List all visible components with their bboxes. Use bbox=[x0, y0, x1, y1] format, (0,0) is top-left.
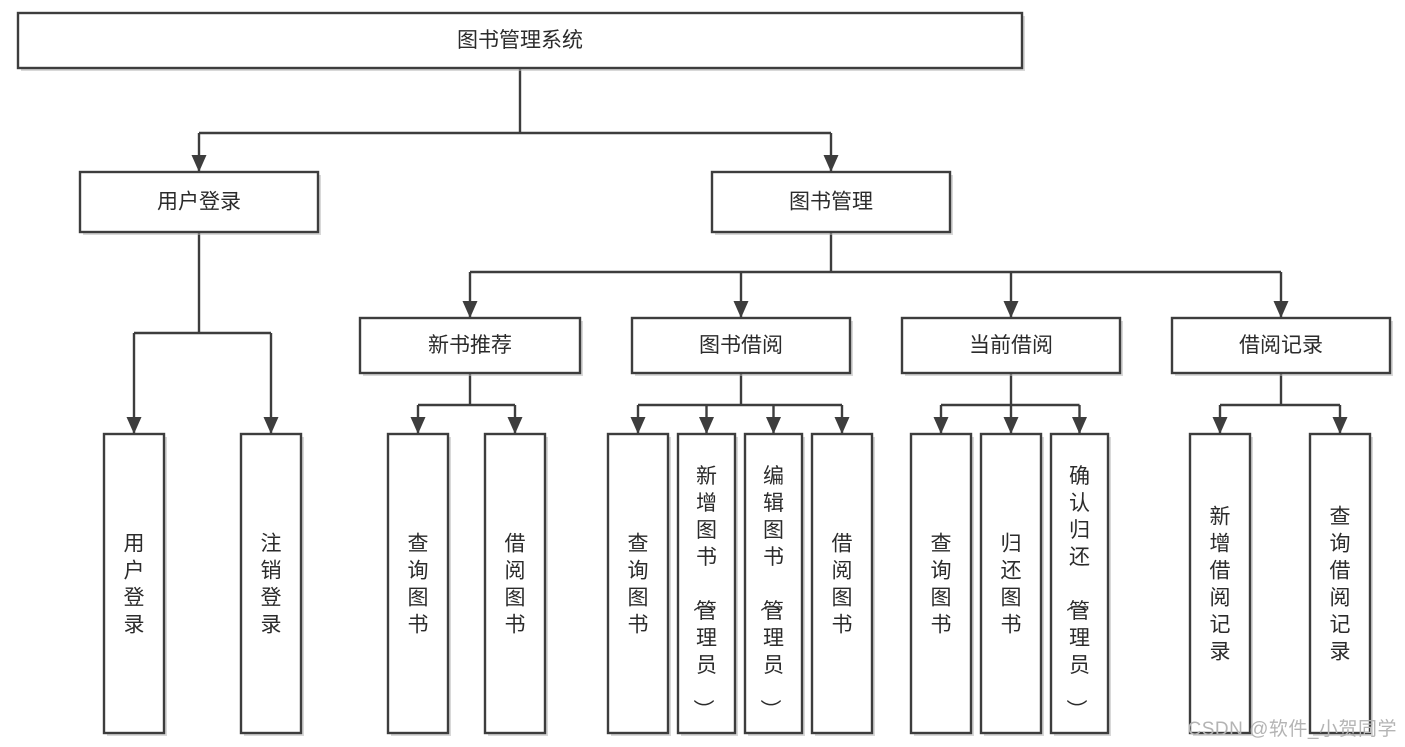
arrow-head-icon bbox=[1332, 417, 1348, 434]
node-label: 查询图书 bbox=[628, 533, 649, 637]
node-label: 借阅记录 bbox=[1239, 334, 1323, 357]
node-box[interactable] bbox=[358, 316, 582, 375]
node-box[interactable] bbox=[900, 316, 1122, 375]
node-user_login[interactable]: 用户登录 bbox=[78, 170, 321, 235]
arrow-head-icon bbox=[823, 155, 839, 172]
node-box[interactable] bbox=[810, 432, 874, 735]
node-box[interactable] bbox=[16, 11, 1024, 70]
node-label: 新增图书（管理员） bbox=[691, 465, 717, 720]
arrow-head-icon bbox=[1273, 301, 1289, 318]
node-label: 新书推荐 bbox=[428, 334, 512, 357]
node-leaf_return_book[interactable]: 归还图书 bbox=[979, 432, 1044, 736]
node-label: 借阅图书 bbox=[832, 533, 853, 637]
arrow-head-icon bbox=[933, 417, 949, 434]
node-label: 新增借阅记录 bbox=[1210, 506, 1231, 664]
arrow-head-icon bbox=[462, 301, 478, 318]
arrow-head-icon bbox=[699, 417, 714, 434]
node-label: 用户登录 bbox=[157, 191, 241, 214]
node-box[interactable] bbox=[1308, 432, 1372, 735]
arrow-head-icon bbox=[1212, 417, 1228, 434]
node-leaf_borrow_book_1[interactable]: 借阅图书 bbox=[483, 432, 548, 736]
node-label: 归还图书 bbox=[1001, 533, 1022, 637]
arrow-head-icon bbox=[1072, 417, 1087, 434]
node-leaf_query_record[interactable]: 查询借阅记录 bbox=[1308, 432, 1373, 736]
arrow-head-icon bbox=[630, 417, 646, 434]
arrow-head-icon bbox=[733, 301, 749, 318]
node-label: 查询图书 bbox=[931, 533, 952, 637]
node-label: 编辑图书（管理员） bbox=[758, 465, 784, 720]
node-label: 确认归还（管理员） bbox=[1064, 465, 1090, 720]
node-leaf_user_login[interactable]: 用户登录 bbox=[102, 432, 167, 736]
node-label: 查询借阅记录 bbox=[1330, 506, 1351, 664]
node-label: 图书借阅 bbox=[699, 334, 783, 357]
watermark-credit: CSDN @软件_小贺同学 bbox=[1187, 719, 1397, 740]
node-box[interactable] bbox=[606, 432, 670, 735]
node-book_manage[interactable]: 图书管理 bbox=[710, 170, 953, 235]
node-box[interactable] bbox=[1049, 432, 1110, 735]
node-new_book_rec[interactable]: 新书推荐 bbox=[358, 316, 583, 376]
arrow-head-icon bbox=[507, 417, 523, 434]
node-box[interactable] bbox=[483, 432, 547, 735]
arrow-head-icon bbox=[191, 155, 207, 172]
node-label: 查询图书 bbox=[408, 533, 429, 637]
node-label: 用户登录 bbox=[124, 533, 145, 637]
node-leaf_edit_book[interactable]: 编辑图书（管理员） bbox=[743, 432, 805, 736]
node-leaf_query_book_3[interactable]: 查询图书 bbox=[909, 432, 974, 736]
node-root[interactable]: 图书管理系统 bbox=[16, 11, 1025, 71]
arrow-head-icon bbox=[1003, 417, 1019, 434]
node-label: 图书管理系统 bbox=[457, 29, 583, 52]
node-box[interactable] bbox=[710, 170, 952, 234]
arrow-head-icon bbox=[263, 417, 279, 434]
node-leaf_add_book[interactable]: 新增图书（管理员） bbox=[676, 432, 738, 736]
node-box[interactable] bbox=[676, 432, 737, 735]
node-leaf_query_book_1[interactable]: 查询图书 bbox=[386, 432, 451, 736]
node-box[interactable] bbox=[239, 432, 303, 735]
nodes-layer: 图书管理系统用户登录用户登录注销登录图书管理新书推荐查询图书借阅图书图书借阅查询… bbox=[16, 11, 1393, 736]
node-leaf_borrow_book_2[interactable]: 借阅图书 bbox=[810, 432, 875, 736]
arrow-head-icon bbox=[126, 417, 142, 434]
arrow-head-icon bbox=[410, 417, 426, 434]
node-book_borrow[interactable]: 图书借阅 bbox=[630, 316, 853, 376]
node-box[interactable] bbox=[979, 432, 1043, 735]
arrow-head-icon bbox=[834, 417, 850, 434]
node-leaf_confirm_return[interactable]: 确认归还（管理员） bbox=[1049, 432, 1111, 736]
node-box[interactable] bbox=[743, 432, 804, 735]
node-leaf_add_record[interactable]: 新增借阅记录 bbox=[1188, 432, 1253, 736]
node-borrow_record[interactable]: 借阅记录 bbox=[1170, 316, 1393, 376]
node-label: 当前借阅 bbox=[969, 334, 1053, 357]
node-box[interactable] bbox=[386, 432, 450, 735]
node-label: 借阅图书 bbox=[505, 533, 526, 637]
arrow-head-icon bbox=[1003, 301, 1019, 318]
node-label: 图书管理 bbox=[789, 191, 873, 214]
node-box[interactable] bbox=[102, 432, 166, 735]
node-leaf_logout[interactable]: 注销登录 bbox=[239, 432, 304, 736]
node-box[interactable] bbox=[78, 170, 320, 234]
edges-layer bbox=[126, 68, 1348, 434]
node-box[interactable] bbox=[1170, 316, 1392, 375]
node-label: 注销登录 bbox=[261, 533, 282, 637]
node-current_borrow[interactable]: 当前借阅 bbox=[900, 316, 1123, 376]
node-box[interactable] bbox=[1188, 432, 1252, 735]
node-box[interactable] bbox=[630, 316, 852, 375]
arrow-head-icon bbox=[766, 417, 781, 434]
node-leaf_query_book_2[interactable]: 查询图书 bbox=[606, 432, 671, 736]
node-box[interactable] bbox=[909, 432, 973, 735]
